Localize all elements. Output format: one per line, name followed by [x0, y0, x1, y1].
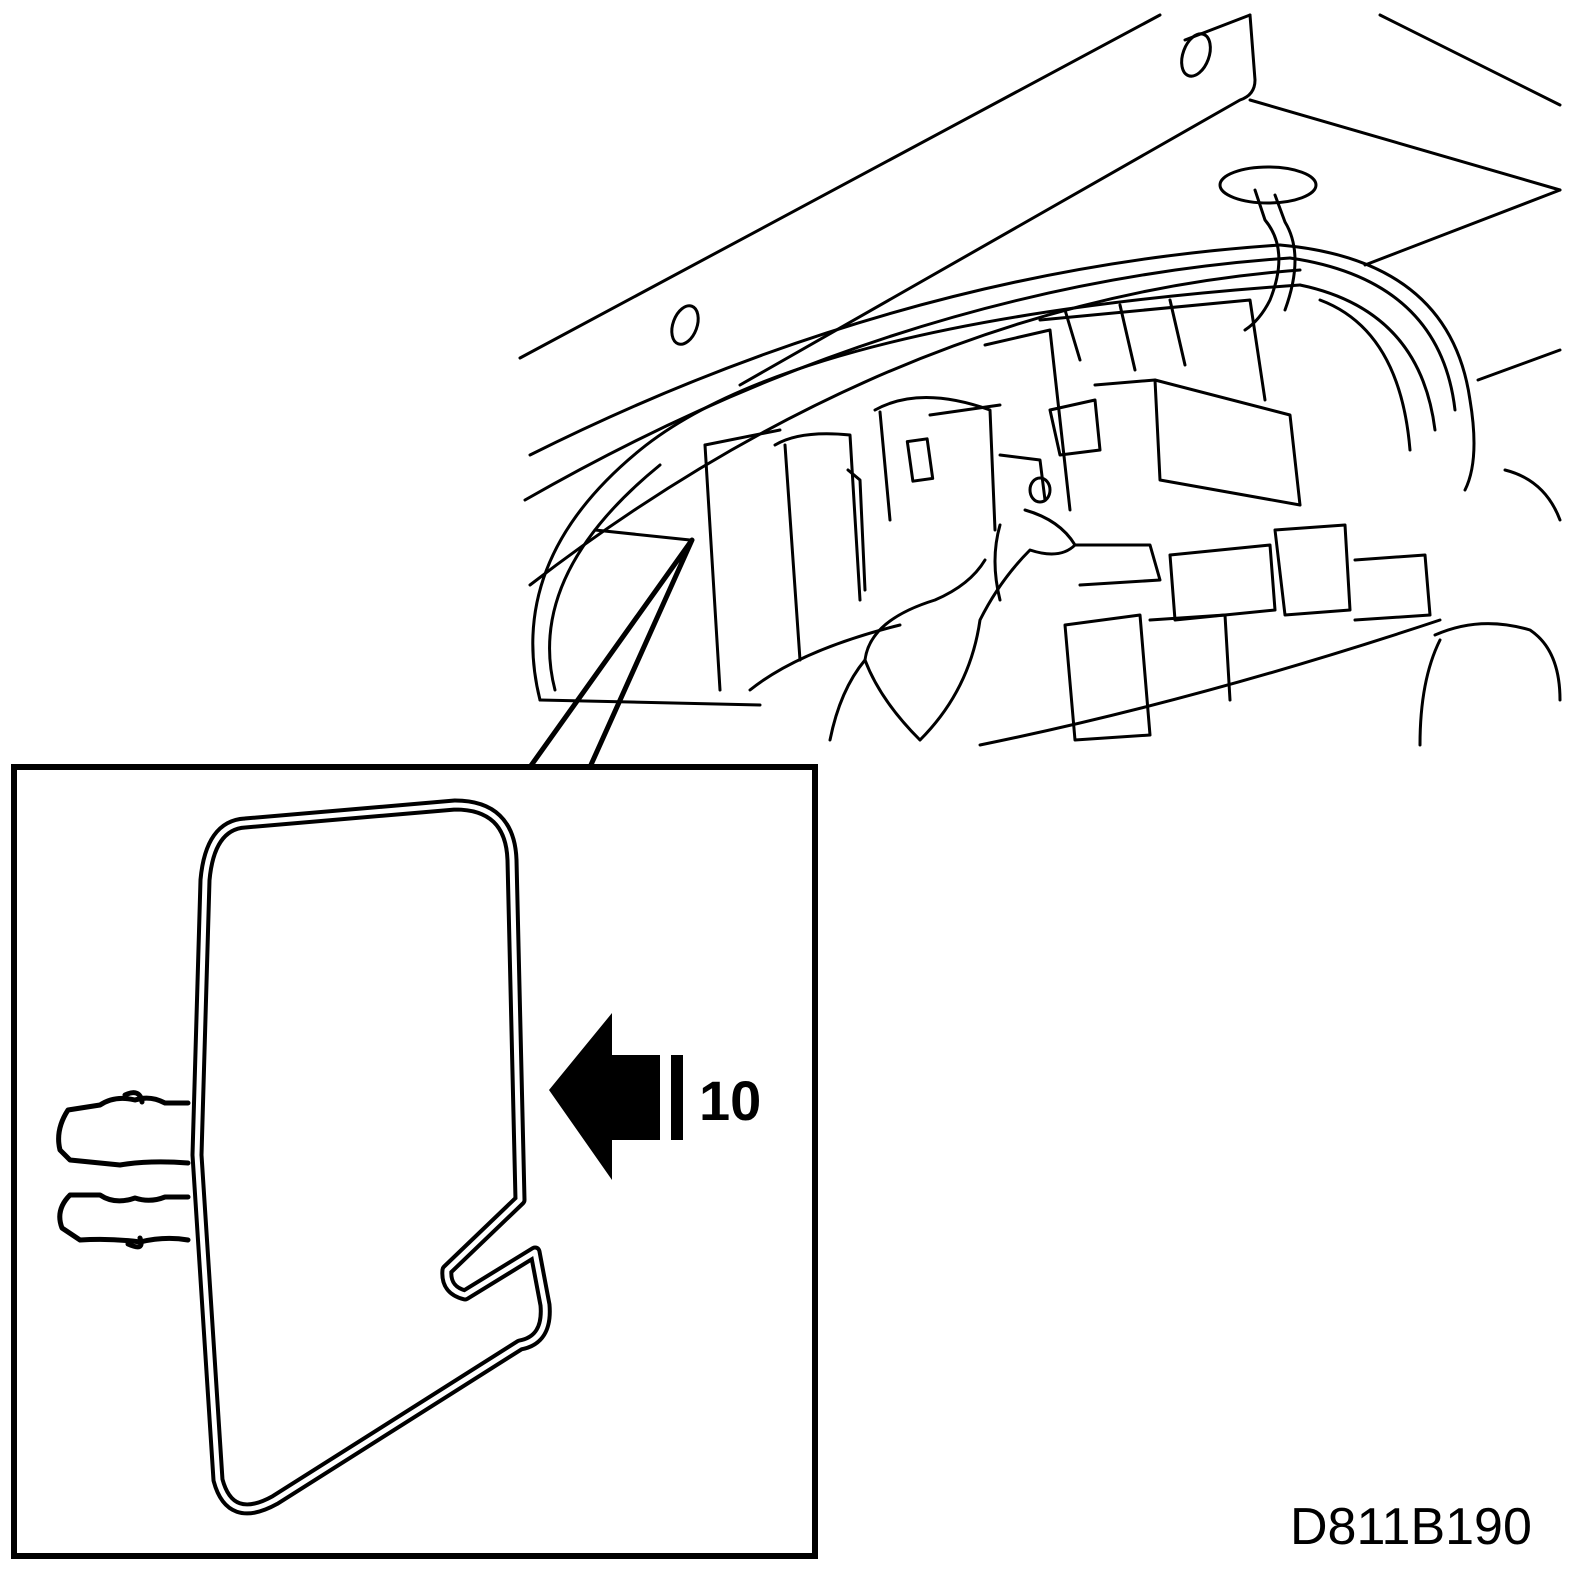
detail-inset: 10: [11, 764, 818, 1559]
push-direction-arrow: [549, 1013, 683, 1180]
callout-number: 10: [699, 1069, 761, 1132]
technician-hands: [748, 468, 1562, 747]
harness-clip: [1218, 165, 1318, 332]
figure-code: D811B190: [1290, 1498, 1532, 1556]
roof-bolt-hole: [1180, 32, 1212, 78]
roof-bolt-hole: [670, 304, 700, 346]
cover-clip: [190, 798, 552, 1516]
vehicle-roof-scene: [518, 13, 1562, 747]
roof-panel: [518, 13, 1562, 387]
callout-leader: [527, 537, 695, 770]
wire-harness: [523, 243, 1476, 702]
electrical-modules: [703, 298, 1432, 742]
detail-frame: [11, 764, 818, 1559]
connector-bolt: [1028, 476, 1052, 504]
push-pin-fastener: [56, 1090, 191, 1250]
